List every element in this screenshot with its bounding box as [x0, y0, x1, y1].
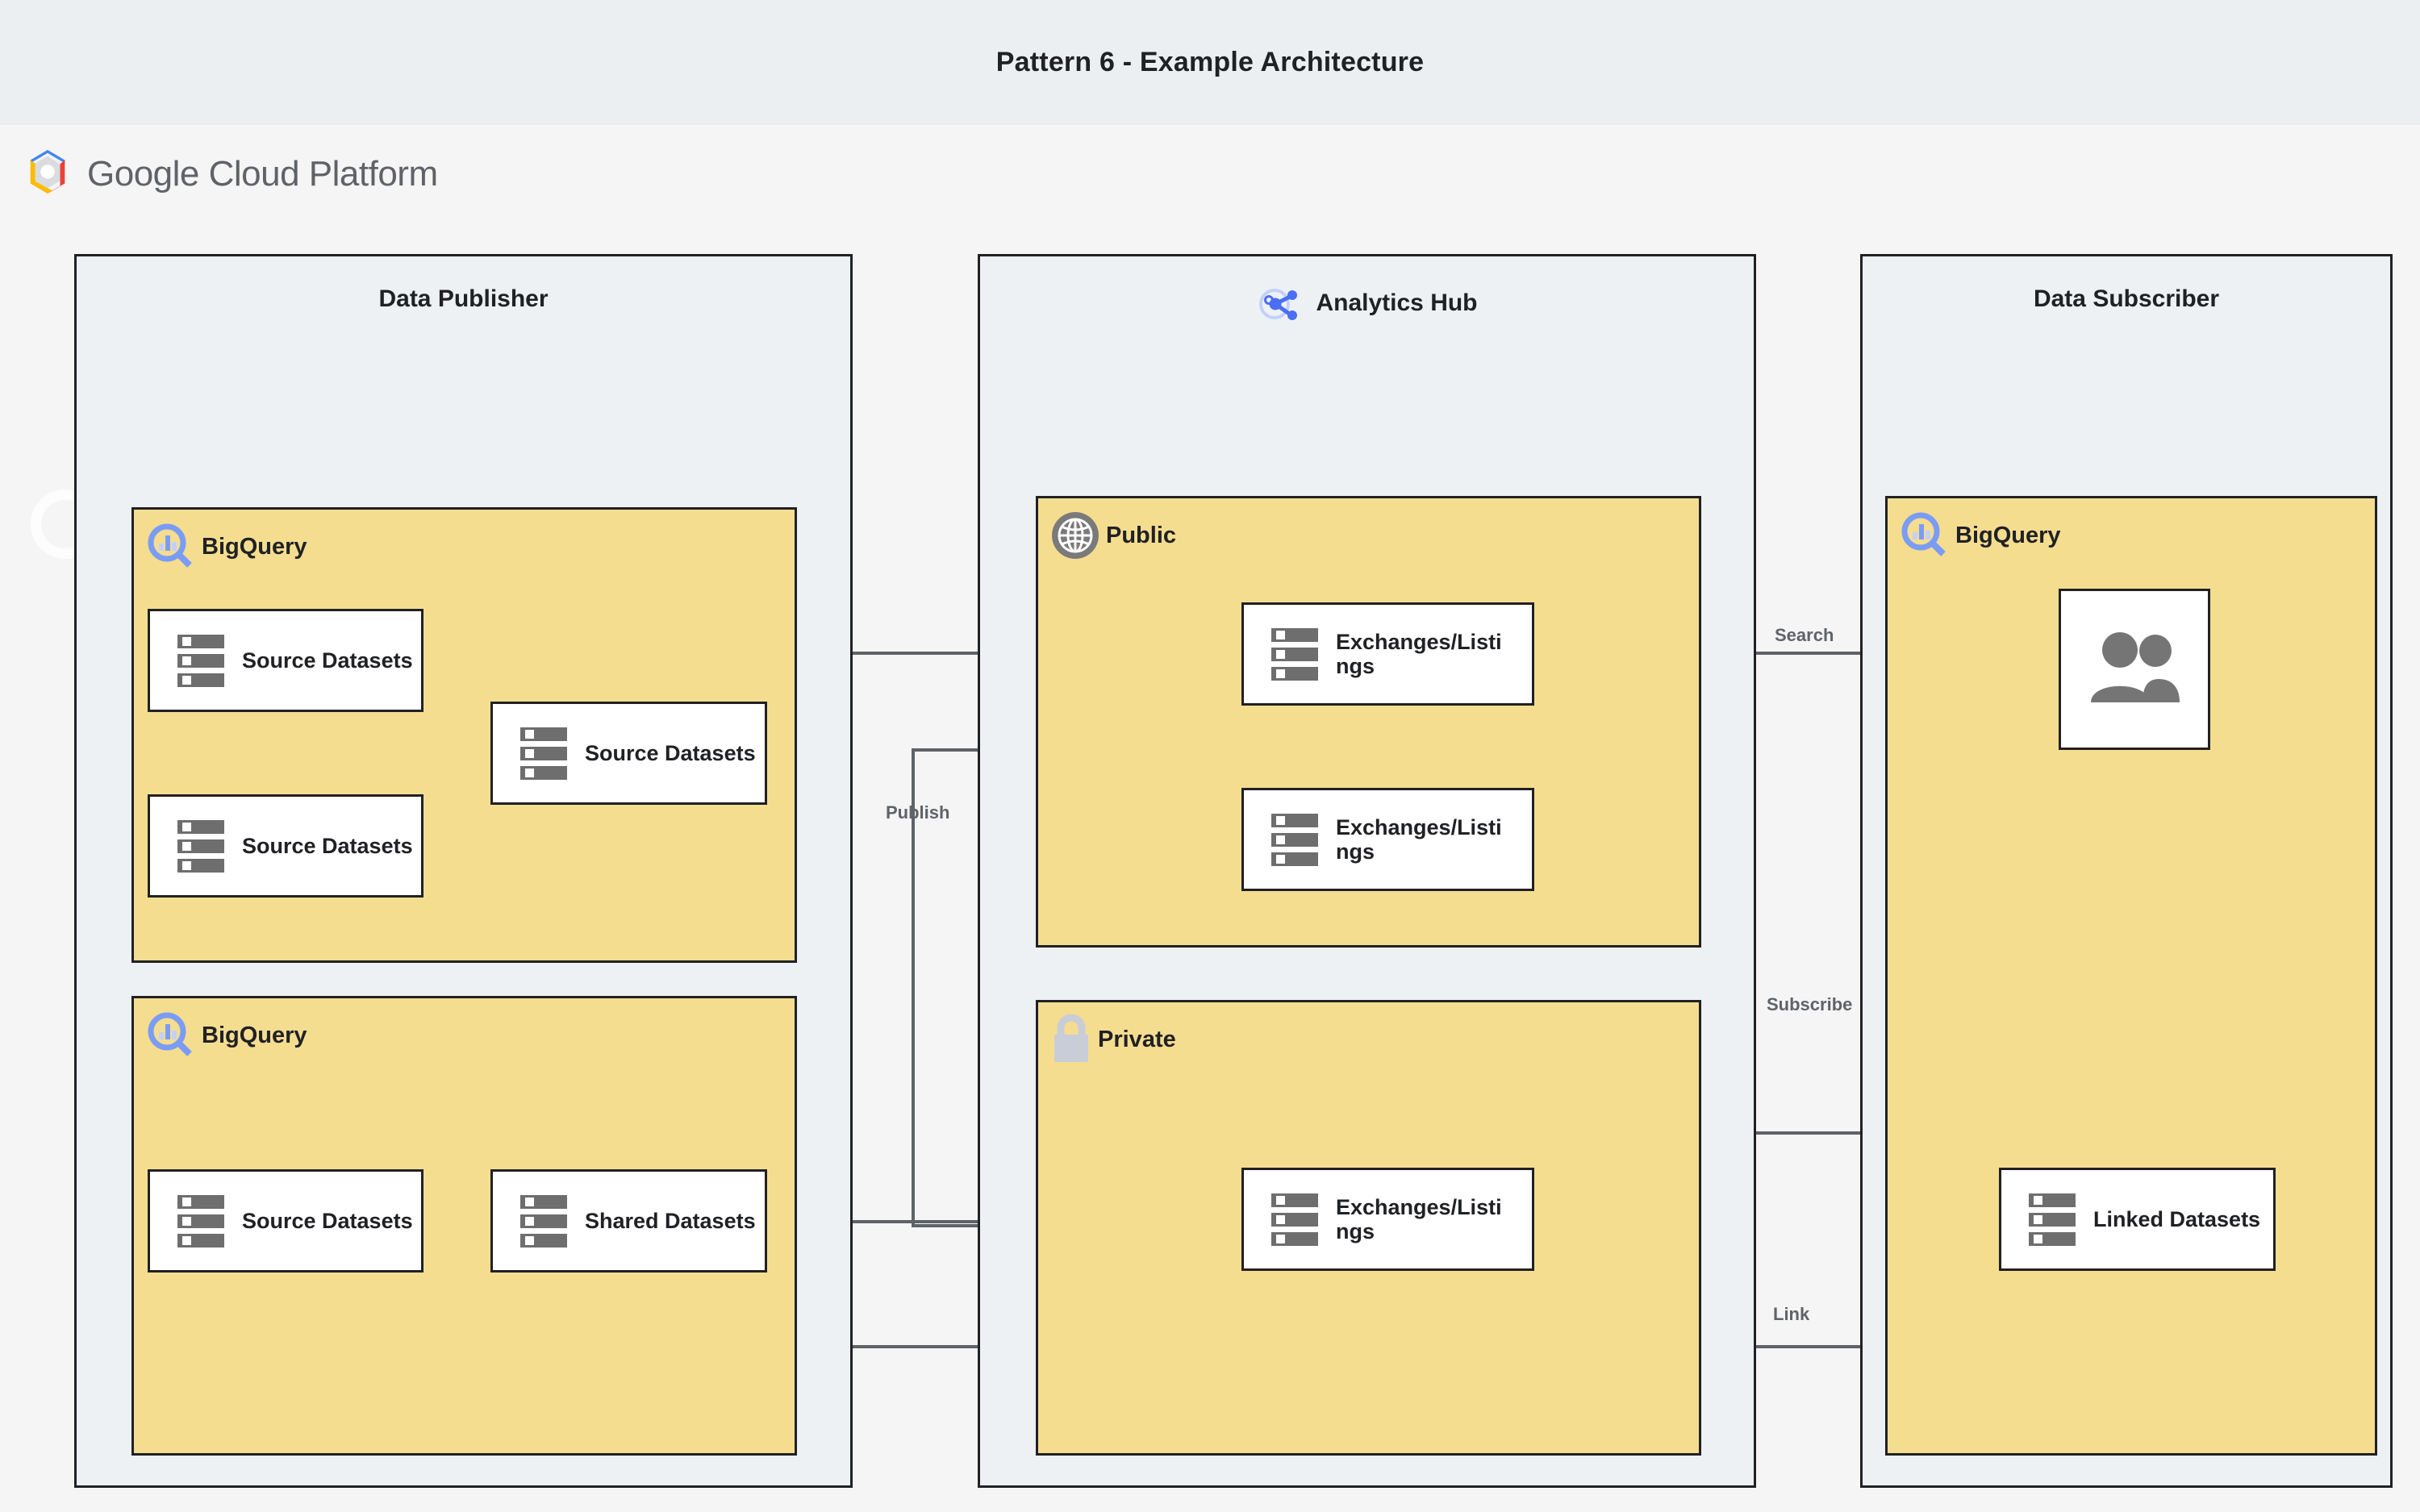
zone-title-analytics-hub: Analytics Hub: [1316, 289, 1478, 316]
connection-label-publish: Publish: [886, 802, 950, 823]
bigquery-icon: [145, 1010, 197, 1061]
node-exchanges-listings[interactable]: Exchanges/Listings: [1241, 1168, 1534, 1271]
connection-label-subscribe: Subscribe: [1767, 994, 1853, 1014]
dataset-icon: [1271, 627, 1318, 681]
node-exchanges-listings[interactable]: Exchanges/Listings: [1241, 788, 1534, 891]
connection-label-link: Link: [1773, 1304, 1810, 1324]
gcp-hexagon-icon: [23, 147, 73, 201]
node-source-datasets[interactable]: Source Datasets: [490, 702, 767, 805]
bigquery-icon: [1899, 510, 1951, 561]
node-shared-datasets[interactable]: Shared Datasets: [490, 1169, 767, 1272]
node-linked-datasets[interactable]: Linked Datasets: [1999, 1168, 2276, 1271]
dataset-icon: [1271, 1193, 1318, 1246]
zone-title-data-subscriber: Data Subscriber: [2033, 285, 2220, 312]
node-users[interactable]: [2059, 589, 2210, 750]
node-label: Source Datasets: [242, 648, 413, 673]
group-label-private: Private: [1098, 1026, 1176, 1052]
title-bar: Pattern 6 - Example Architecture: [0, 0, 2420, 125]
group-label-bigquery: BigQuery: [202, 1022, 307, 1048]
users-icon: [2081, 626, 2188, 714]
node-exchanges-listings[interactable]: Exchanges/Listings: [1241, 602, 1534, 706]
connection-label-search: Search: [1775, 625, 1834, 645]
group-label-bigquery: BigQuery: [202, 533, 307, 560]
node-source-datasets[interactable]: Source Datasets: [148, 794, 424, 898]
lock-icon: [1049, 1014, 1093, 1065]
dataset-icon: [520, 1194, 567, 1248]
globe-icon: [1049, 510, 1101, 561]
node-label: Exchanges/Listings: [1336, 814, 1502, 864]
dataset-icon: [520, 727, 567, 780]
node-label: Shared Datasets: [585, 1208, 756, 1233]
diagram-canvas: Google Cloud Platform: [0, 125, 2420, 1512]
dataset-icon: [2029, 1193, 2076, 1246]
node-label: Source Datasets: [242, 833, 413, 858]
gcp-branding: Google Cloud Platform: [23, 147, 438, 201]
node-label: Exchanges/Listings: [1336, 1194, 1502, 1243]
group-label-public: Public: [1106, 522, 1177, 548]
dataset-icon: [1271, 813, 1318, 866]
dataset-icon: [177, 819, 224, 873]
group-label-bigquery: BigQuery: [1955, 522, 2061, 548]
node-label: Linked Datasets: [2093, 1206, 2261, 1231]
node-source-datasets[interactable]: Source Datasets: [148, 1169, 424, 1272]
analytics-hub-icon: [1256, 279, 1304, 327]
zone-title-data-publisher: Data Publisher: [378, 285, 549, 312]
node-label: Exchanges/Listings: [1336, 629, 1502, 678]
dataset-icon: [177, 634, 224, 687]
dataset-icon: [177, 1194, 224, 1248]
node-label: Source Datasets: [242, 1208, 413, 1233]
gcp-logo-text: Google Cloud Platform: [87, 153, 438, 194]
node-source-datasets[interactable]: Source Datasets: [148, 609, 424, 712]
page-title: Pattern 6 - Example Architecture: [995, 47, 1425, 77]
node-label: Source Datasets: [585, 740, 756, 765]
bigquery-icon: [145, 521, 197, 573]
